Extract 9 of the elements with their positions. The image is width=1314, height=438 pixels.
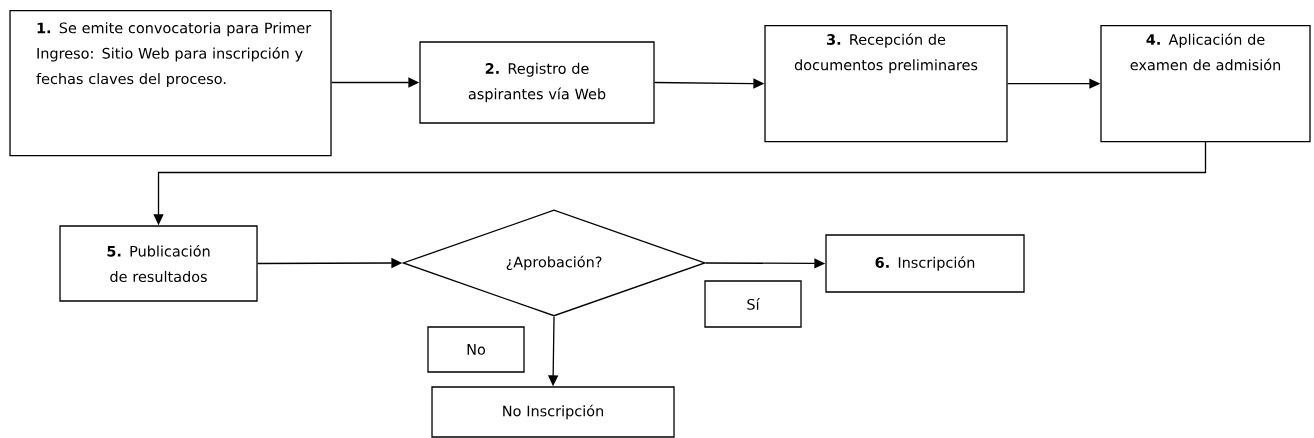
process-box: 3. Recepción de documentos preliminares — [764, 25, 1008, 143]
process-box: 1. Se emite convocatoria para Primer Ingreso: Sitio Web para inscripción y fechas claves del proceso. — [9, 10, 332, 157]
process-box: 4. Aplicación de examen de admisión — [1100, 25, 1311, 143]
process-box: 6. Inscripción — [825, 234, 1025, 293]
answer-box: No — [427, 326, 525, 373]
process-box: No Inscripción — [431, 386, 675, 438]
process-box: 5. Publicación de resultados — [59, 225, 258, 302]
answer-box: Sí — [704, 280, 802, 328]
process-box: 2. Registro de aspirantes vía Web — [419, 41, 655, 124]
